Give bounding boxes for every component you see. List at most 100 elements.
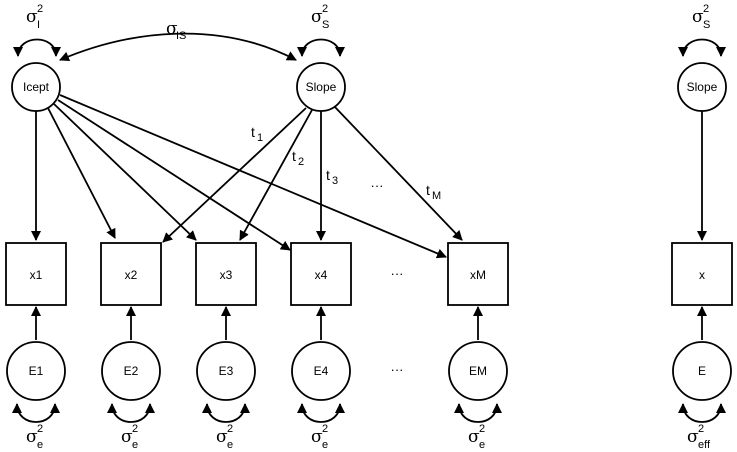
svg-text:t: t (251, 124, 255, 140)
node-E3: E3 (196, 341, 256, 401)
edge-slope-x2 (162, 107, 307, 243)
ellipsis-loadings: ··· (371, 178, 384, 193)
label-loading-t2: t 2 (292, 148, 304, 168)
svg-text:2: 2 (703, 3, 709, 15)
svg-text:e: e (37, 439, 43, 451)
svg-text:σ: σ (692, 7, 704, 27)
svg-text:xM: xM (470, 268, 486, 282)
label-loading-t3: t 3 (326, 167, 338, 187)
svg-text:x: x (699, 268, 705, 282)
svg-text:σ: σ (26, 7, 38, 27)
svg-text:2: 2 (322, 3, 328, 15)
svg-text:eff: eff (698, 439, 711, 451)
svg-text:x4: x4 (315, 268, 328, 282)
svg-text:IS: IS (176, 30, 186, 42)
svg-text:S: S (322, 19, 329, 31)
node-E1: E1 (6, 341, 66, 401)
slope-variance-loop (297, 38, 345, 57)
svg-text:e: e (322, 439, 328, 451)
error-variance-loop-E (678, 403, 726, 423)
ellipsis-observed: ··· (391, 266, 404, 281)
node-E: E (672, 341, 732, 401)
slope-right-variance-loop (678, 38, 726, 57)
ellipsis-errors: ··· (391, 362, 404, 377)
svg-text:e: e (132, 439, 138, 451)
error-variance-loop-E4 (297, 403, 345, 423)
label-error-variance-E: σ 2 eff (687, 423, 711, 451)
svg-text:t: t (426, 182, 430, 198)
label-intercept-variance: σ 2 I (26, 3, 43, 31)
svg-text:σ: σ (311, 7, 323, 27)
label-covariance: σ IS (166, 19, 186, 42)
node-EM: EM (448, 341, 508, 401)
svg-text:Slope: Slope (306, 80, 337, 94)
svg-text:x1: x1 (30, 268, 43, 282)
label-error-variance-E3: σ 2 e (216, 423, 233, 451)
node-x2: x2 (100, 242, 162, 306)
error-variance-loop-E3 (202, 403, 250, 423)
svg-text:2: 2 (698, 423, 704, 435)
edge-slope-x3 (239, 109, 313, 241)
error-variance-loop-E2 (107, 403, 155, 423)
svg-text:M: M (432, 190, 441, 202)
edge-icept-x4 (57, 99, 291, 251)
node-x3: x3 (195, 242, 257, 306)
node-x: x (671, 242, 733, 306)
intercept-variance-loop (13, 38, 61, 57)
intercept-slope-covariance-arc (59, 32, 297, 62)
svg-text:2: 2 (37, 3, 43, 15)
svg-text:σ: σ (166, 19, 178, 39)
label-loading-tM: t M (426, 182, 441, 202)
svg-text:x3: x3 (220, 268, 233, 282)
svg-text:t: t (326, 167, 330, 183)
svg-text:E1: E1 (29, 364, 44, 378)
svg-text:3: 3 (332, 175, 338, 187)
svg-text:t: t (292, 148, 296, 164)
label-error-variance-EM: σ 2 e (468, 423, 485, 451)
node-intercept: Icept (11, 62, 61, 112)
svg-text:E2: E2 (124, 364, 139, 378)
label-slope-variance: σ 2 S (311, 3, 329, 31)
edge-icept-xM (59, 94, 447, 259)
svg-text:σ: σ (687, 427, 699, 447)
svg-text:e: e (227, 439, 233, 451)
edge-slope-xM (333, 105, 463, 241)
svg-text:E: E (698, 364, 706, 378)
svg-text:σ: σ (121, 427, 133, 447)
edge-icept-x3 (53, 103, 197, 241)
edge-icept-x2 (47, 107, 116, 239)
error-variance-loop-EM (454, 403, 502, 423)
label-loading-t1: t 1 (251, 124, 263, 144)
node-xM: xM (447, 242, 509, 306)
error-variance-loop-E1 (12, 403, 60, 423)
label-error-variance-E4: σ 2 e (311, 423, 328, 451)
node-slope: Slope (296, 62, 346, 112)
node-E2: E2 (101, 341, 161, 401)
node-slope-right: Slope (677, 62, 727, 112)
svg-text:I: I (37, 19, 40, 31)
svg-text:2: 2 (479, 423, 485, 435)
node-x4: x4 (290, 242, 352, 306)
svg-text:E3: E3 (219, 364, 234, 378)
svg-text:EM: EM (469, 364, 487, 378)
svg-text:σ: σ (468, 427, 480, 447)
svg-text:1: 1 (257, 132, 263, 144)
svg-text:Icept: Icept (23, 80, 50, 94)
label-slope-right-variance: σ 2 S (692, 3, 710, 31)
svg-text:σ: σ (26, 427, 38, 447)
svg-text:σ: σ (216, 427, 228, 447)
svg-text:E4: E4 (314, 364, 329, 378)
label-error-variance-E2: σ 2 e (121, 423, 138, 451)
label-error-variance-E1: σ 2 e (26, 423, 43, 451)
svg-text:2: 2 (298, 156, 304, 168)
svg-text:2: 2 (132, 423, 138, 435)
node-E4: E4 (291, 341, 351, 401)
svg-text:Slope: Slope (687, 80, 718, 94)
svg-text:2: 2 (322, 423, 328, 435)
svg-text:σ: σ (311, 427, 323, 447)
svg-text:e: e (479, 439, 485, 451)
svg-text:2: 2 (227, 423, 233, 435)
node-x1: x1 (5, 242, 67, 306)
svg-text:x2: x2 (125, 268, 138, 282)
